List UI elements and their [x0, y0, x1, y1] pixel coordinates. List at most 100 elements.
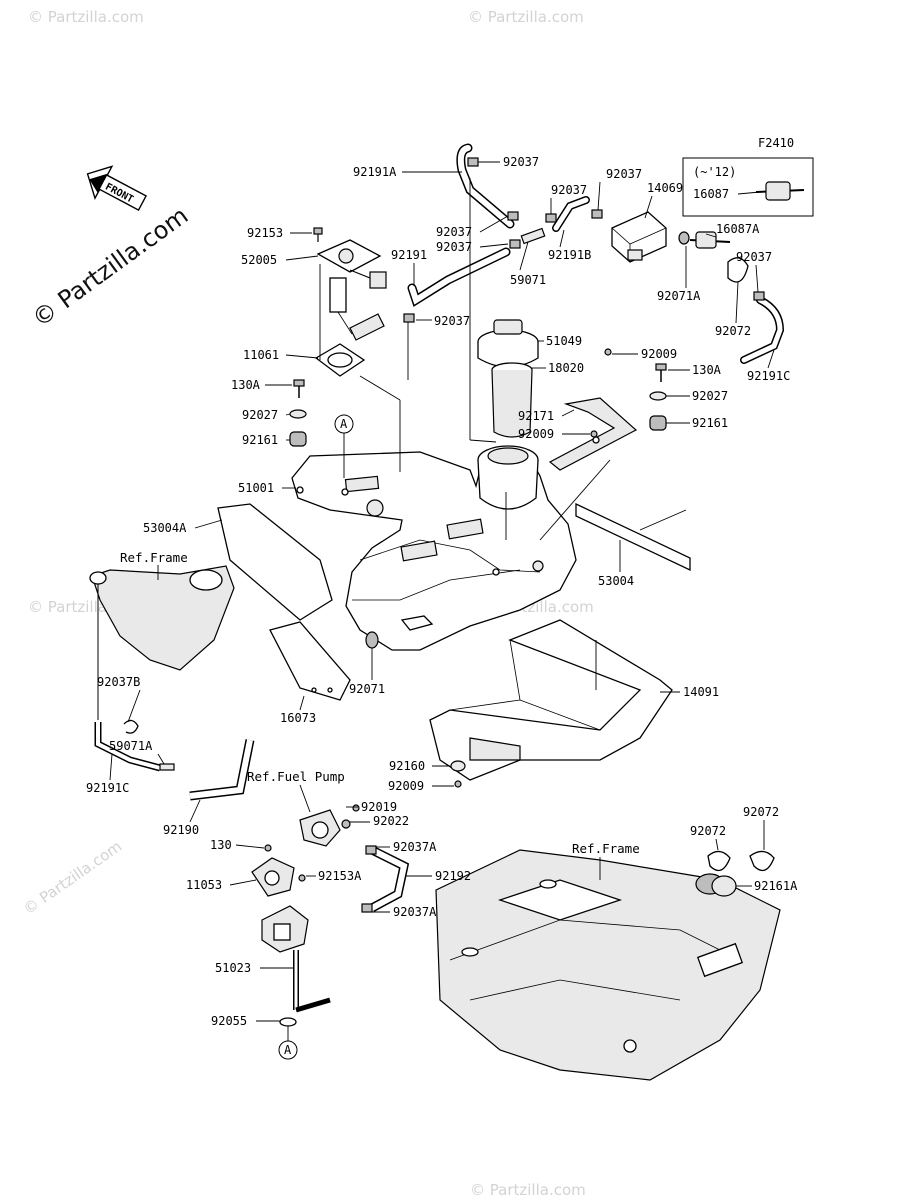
part-label: 14069	[647, 181, 683, 195]
circle-ref-a-top-label: A	[340, 417, 348, 431]
fuel-cock-11053-icon	[251, 844, 306, 897]
watermark-bottom-center: © Partzilla.com	[470, 1181, 586, 1199]
front-arrow-icon: FRONT	[86, 165, 147, 212]
charcoal-canister-icon	[611, 211, 667, 263]
bolt-130A-left-icon	[293, 379, 305, 398]
part-label: 52005	[241, 253, 277, 267]
part-label: 92191C	[747, 369, 790, 383]
part-label: 92019	[361, 800, 397, 814]
tank-tray-icon	[429, 619, 673, 781]
part-label: 51023	[215, 961, 251, 975]
part-label: 14091	[683, 685, 719, 699]
part-label: 92037	[606, 167, 642, 181]
part-label: 16087A	[716, 222, 760, 236]
inset-part-number: 16087	[693, 187, 729, 201]
part-label: 92022	[373, 814, 409, 828]
part-label: 92037	[551, 183, 587, 197]
part-label: 53004A	[143, 521, 187, 535]
part-label: 92072	[715, 324, 751, 338]
part-label: 92191B	[548, 248, 591, 262]
watermark-top-center: © Partzilla.com	[468, 8, 584, 26]
part-label: 92191	[391, 248, 427, 262]
part-label: 92161	[692, 416, 728, 430]
damper-92161-left-icon	[289, 431, 307, 447]
watermark-low-left: © Partzilla.com	[20, 837, 125, 918]
screw-92009-icon	[590, 348, 612, 438]
part-label: 92171	[518, 409, 554, 423]
collar-92160-icon	[450, 760, 466, 788]
part-label: 16073	[280, 711, 316, 725]
part-labels: 92191A 92037 92037 92037 14069 92037 920…	[86, 155, 798, 1028]
ref-fuel-pump: Ref.Fuel Pump	[247, 769, 345, 784]
pad-53004A-icon	[217, 503, 333, 621]
watermark-main: © Partzilla.com	[27, 201, 193, 333]
inset-box: (~'12) 16087	[682, 157, 814, 217]
part-label: 92071	[349, 682, 385, 696]
part-label: 92037A	[393, 840, 437, 854]
fuel-tank-illustration	[291, 445, 577, 651]
part-label: 92071A	[657, 289, 701, 303]
part-label: 51001	[238, 481, 274, 495]
part-label: 18020	[548, 361, 584, 375]
part-label: 130	[210, 838, 232, 852]
ref-frame-left: Ref.Frame	[120, 550, 188, 565]
clamp-92072-b-icon	[749, 850, 775, 872]
part-label: 92009	[518, 427, 554, 441]
part-label: 92191C	[86, 781, 129, 795]
frame-right-illustration	[435, 849, 781, 1081]
washer-92027-right-icon	[649, 391, 667, 401]
part-label: 92161	[242, 433, 278, 447]
part-label: 92190	[163, 823, 199, 837]
part-label: 92037	[436, 240, 472, 254]
part-label: 59071A	[109, 739, 153, 753]
leader-lines	[319, 178, 687, 690]
part-label: 92037	[436, 225, 472, 239]
guard-16073-icon	[269, 621, 351, 701]
damper-92161-right-icon	[649, 415, 667, 431]
circle-ref-a-top: A	[334, 414, 354, 478]
part-label: 92153	[247, 226, 283, 240]
frame-left-illustration	[89, 565, 235, 671]
part-label: 92037B	[97, 675, 140, 689]
fuel-line-left-illustration	[94, 584, 175, 772]
pad-53004-icon	[575, 502, 691, 572]
part-label: 92037	[736, 250, 772, 264]
circle-ref-a-bottom: A	[278, 1026, 298, 1060]
grommet-92071-icon	[365, 631, 379, 649]
breather-hoses-illustration	[403, 143, 785, 364]
fuel-hose-92192-icon	[361, 845, 410, 913]
part-label: 92160	[389, 759, 425, 773]
part-label: 92191A	[353, 165, 397, 179]
clamp-92072-a-icon	[707, 850, 731, 872]
part-label: 11053	[186, 878, 222, 892]
part-label: 92192	[435, 869, 471, 883]
watermark-top-left: © Partzilla.com	[28, 8, 144, 26]
clamp-92072-top-icon	[727, 257, 749, 283]
filler-strainer-icon	[491, 362, 533, 438]
part-label: 92009	[388, 779, 424, 793]
part-label: 92161A	[754, 879, 798, 893]
fuel-filter-16087A-icon	[678, 231, 731, 249]
part-label: 92027	[242, 408, 278, 422]
part-label: 92009	[641, 347, 677, 361]
part-label: 92072	[690, 824, 726, 838]
part-label: 11061	[243, 348, 279, 362]
circle-ref-a-bottom-label: A	[284, 1043, 292, 1057]
fuel-filter-inset-icon	[755, 181, 805, 201]
part-label: 92037A	[393, 905, 437, 919]
bolt-130A-right-icon	[655, 363, 667, 382]
part-label: 92153A	[318, 869, 362, 883]
fuel-gauge-sender-icon	[316, 239, 387, 341]
bracket-92171-icon	[548, 397, 638, 471]
part-label: 51049	[546, 334, 582, 348]
part-label: 92037	[503, 155, 539, 169]
fuel-pump-icon	[299, 804, 360, 847]
part-label: 92027	[692, 389, 728, 403]
ref-frame-right: Ref.Frame	[572, 841, 640, 856]
fuel-valve-51023-icon	[261, 905, 331, 1027]
part-label: 92072	[743, 805, 779, 819]
inset-year-note: (~'12)	[693, 165, 736, 179]
part-label: 53004	[598, 574, 634, 588]
part-label: 130A	[231, 378, 261, 392]
